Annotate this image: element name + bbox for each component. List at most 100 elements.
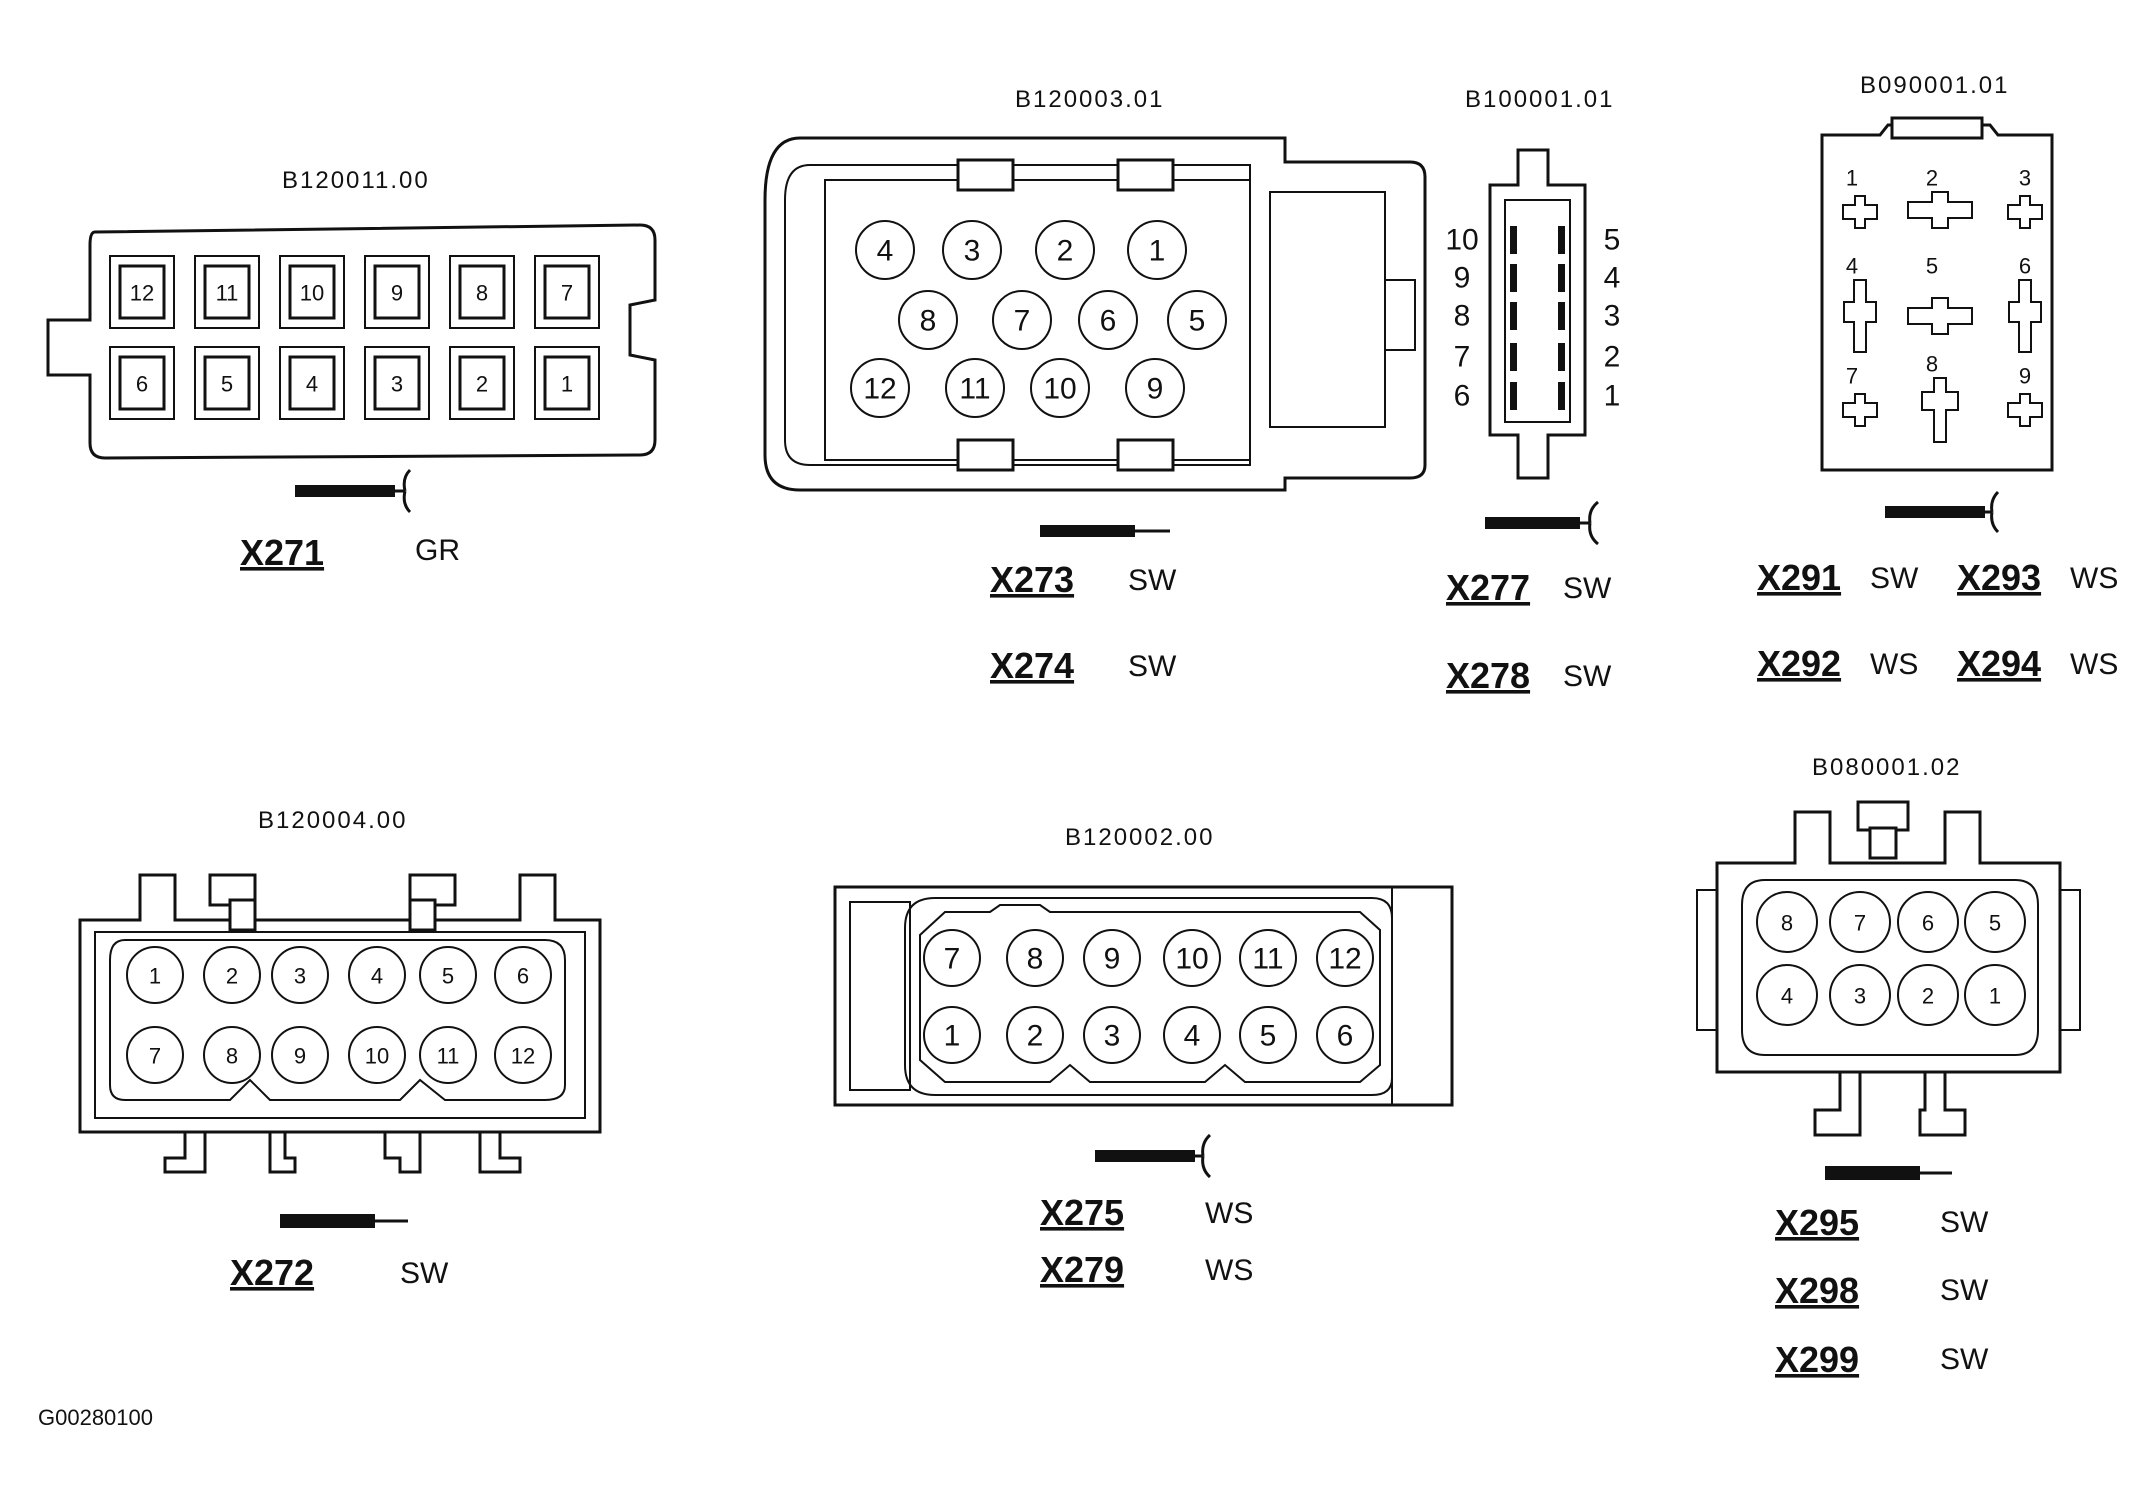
pin-number: 7 — [1454, 341, 1471, 374]
pin-circle — [923, 1006, 981, 1064]
terminal — [1842, 195, 1878, 229]
pin-circle — [419, 1026, 477, 1084]
pin-circle — [898, 290, 958, 350]
blade-terminal — [1558, 382, 1565, 410]
blade-terminal — [1510, 302, 1517, 330]
pin-number: 8 — [1781, 911, 1793, 936]
pin-number: 10 — [1043, 373, 1076, 406]
pin: 1 — [1127, 220, 1187, 280]
pin: 6 — [109, 346, 175, 420]
pin-number: 2 — [1604, 341, 1621, 374]
pin-number: 11 — [216, 281, 239, 306]
pin-number: 7 — [561, 281, 573, 306]
pin-number: 8 — [920, 305, 937, 338]
pin-circle — [203, 1026, 261, 1084]
connector-id: X292 — [1757, 643, 1841, 684]
connector-housing — [78, 873, 602, 1134]
pin: 7 — [1829, 891, 1891, 953]
connector-housing — [1488, 148, 1587, 480]
pin: 4 — [1163, 1006, 1221, 1064]
pin: 6 — [494, 946, 552, 1004]
part-number: B100001.01 — [1465, 86, 1614, 113]
wire-color: WS — [1205, 1254, 1253, 1287]
pin-number: 2 — [476, 372, 488, 397]
pin-circle — [1125, 358, 1185, 418]
pin: 4 — [1756, 964, 1818, 1026]
pin-number: 6 — [1100, 305, 1117, 338]
pin: 1 — [923, 1006, 981, 1064]
pin-number: 4 — [1781, 984, 1793, 1009]
pin-number: 9 — [1147, 373, 1164, 406]
pin-number: 7 — [1014, 305, 1031, 338]
pin-circle — [1316, 929, 1374, 987]
terminal — [1907, 191, 1973, 229]
pin-circle — [1316, 1006, 1374, 1064]
pin-circle — [923, 929, 981, 987]
pin: 3 — [364, 346, 430, 420]
part-number: B120004.00 — [258, 807, 407, 834]
pin: 8 — [449, 255, 515, 329]
pin-number: 3 — [294, 964, 306, 989]
terminal — [2008, 279, 2042, 353]
latch — [956, 438, 1015, 472]
pin-circle — [945, 358, 1005, 418]
pin: 5 — [194, 346, 260, 420]
pin-tool-icon — [295, 468, 412, 514]
pin-number: 12 — [1328, 943, 1361, 976]
pin: 2 — [1907, 166, 1973, 229]
latch — [956, 158, 1015, 192]
pin-circle — [1239, 1006, 1297, 1064]
pin: 7 — [1842, 364, 1878, 427]
pin: 3 — [1829, 964, 1891, 1026]
pin-number: 6 — [1922, 911, 1934, 936]
blade-terminal — [1558, 302, 1565, 330]
pin: 3 — [271, 946, 329, 1004]
pin-number: 4 — [371, 964, 383, 989]
pin-circle — [1078, 290, 1138, 350]
pin-number: 10 — [1175, 943, 1208, 976]
pin-number: 8 — [1926, 352, 1938, 377]
pin-circle — [419, 946, 477, 1004]
pin-number: 4 — [306, 372, 318, 397]
pin-circle — [1163, 929, 1221, 987]
latch — [1116, 438, 1175, 472]
pin: 6 — [1078, 290, 1138, 350]
pin: 3 — [942, 220, 1002, 280]
pin-number: 4 — [1184, 1020, 1201, 1053]
pin: 7 — [992, 290, 1052, 350]
part-number: B090001.01 — [1860, 72, 2009, 99]
blade-terminal — [1558, 226, 1565, 254]
connector-id: X272 — [230, 1252, 314, 1293]
pin-number: 6 — [2019, 254, 2031, 279]
pin-number: 8 — [1454, 300, 1471, 333]
pin-circle — [1756, 891, 1818, 953]
pin: 11 — [1239, 929, 1297, 987]
pin: 9 — [1125, 358, 1185, 418]
pin-circle — [1006, 1006, 1064, 1064]
pin-number: 5 — [1189, 305, 1206, 338]
pin-number: 3 — [1854, 984, 1866, 1009]
pin-number: 5 — [1989, 911, 2001, 936]
latch — [1890, 116, 1984, 140]
pin: 9 — [2007, 364, 2043, 427]
pin: 1 — [1964, 964, 2026, 1026]
pin: 9 — [364, 255, 430, 329]
pin: 3 — [2007, 166, 2043, 229]
blade-terminal — [1510, 343, 1517, 371]
connector-id: X299 — [1775, 1339, 1859, 1380]
pin-number: 8 — [226, 1044, 238, 1069]
pin-number: 11 — [959, 373, 990, 406]
pin-number: 1 — [1846, 166, 1858, 191]
pin-number: 2 — [1922, 984, 1934, 1009]
pin-circle — [1163, 1006, 1221, 1064]
pin-circle — [126, 1026, 184, 1084]
pin-number: 4 — [1604, 262, 1621, 295]
pin-circle — [1239, 929, 1297, 987]
pin-tool-icon — [1885, 490, 2000, 534]
pin: 12 — [1316, 929, 1374, 987]
pin: 1 — [126, 946, 184, 1004]
